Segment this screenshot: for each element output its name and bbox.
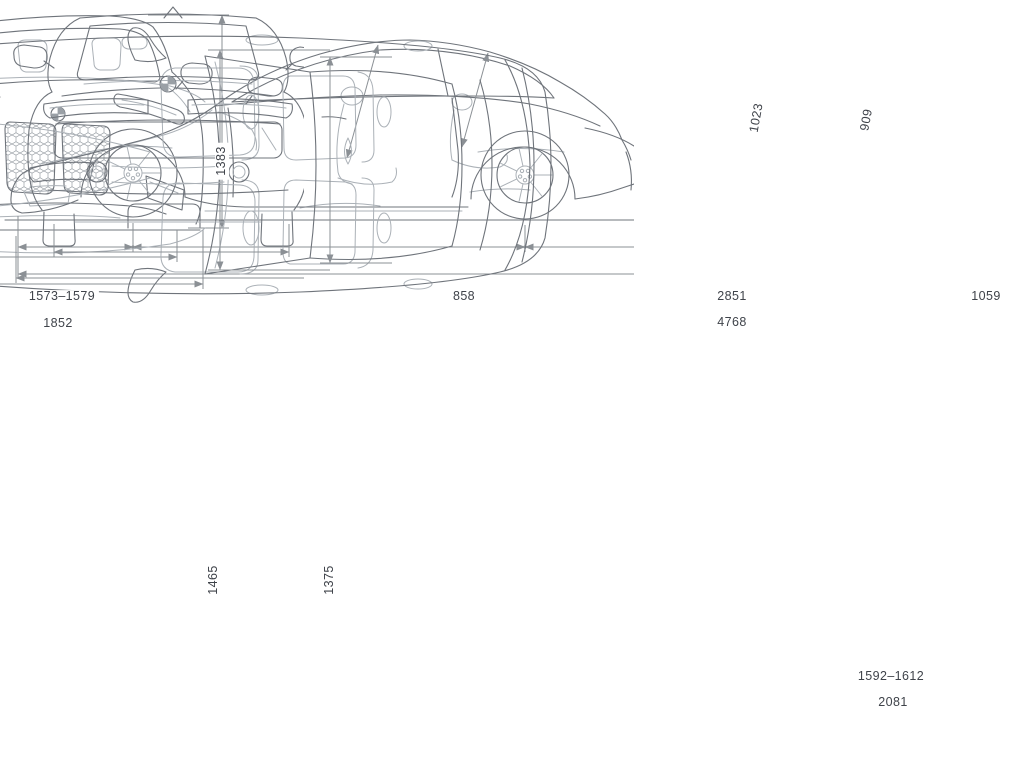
dim-rear-interior-width-label: 1375 [322, 561, 337, 599]
rear-view-drawing [13, 6, 304, 283]
bmw-logo-icon [159, 75, 177, 93]
dim-front-width-label: 1852 [39, 316, 77, 331]
side-mirror [180, 62, 213, 85]
top-car-outline [0, 27, 552, 303]
side-mirror-right [127, 267, 167, 303]
dim-front-headroom-label: 1023 [747, 98, 768, 138]
dim-front-track-label: 1573–1579 [24, 289, 100, 304]
top-view [0, 0, 600, 348]
rear-window [76, 21, 260, 81]
rear-dimension-lines [15, 224, 304, 283]
dim-rear-track-label: 1592–1612 [853, 669, 929, 684]
side-mirror-left [127, 27, 167, 63]
dim-front-overhang-label: 858 [448, 289, 480, 304]
exhaust-left [86, 161, 108, 183]
side-view-drawing [4, 39, 634, 279]
taillight-left [43, 98, 149, 119]
side-mirror-left [13, 44, 48, 69]
taillight-right [187, 98, 293, 119]
kidney-grille-right [61, 123, 111, 196]
exhaust-right [228, 161, 250, 183]
kidney-grille-left [4, 121, 57, 195]
headlight [113, 93, 185, 125]
front-wheel [88, 128, 178, 218]
rear-car-outline [13, 6, 304, 247]
dim-front-height-label: 1383 [214, 142, 229, 180]
rear-car-details [49, 80, 287, 223]
side-mirror-right [289, 46, 304, 68]
dim-rear-headroom-label: 909 [857, 104, 877, 136]
top-dimension-lines [208, 49, 392, 271]
dim-front-interior-width-label: 1465 [206, 561, 221, 599]
side-view [0, 0, 634, 290]
dim-rear-overhang-label: 1059 [967, 289, 1005, 304]
top-view-drawing [0, 27, 552, 303]
dim-rear-width-label: 2081 [874, 695, 912, 710]
dim-length-label: 4768 [713, 315, 751, 330]
antenna-fin [163, 6, 183, 19]
front-car-outline [0, 15, 213, 231]
rear-view [0, 0, 304, 320]
dim-wheelbase-label: 2851 [713, 289, 751, 304]
